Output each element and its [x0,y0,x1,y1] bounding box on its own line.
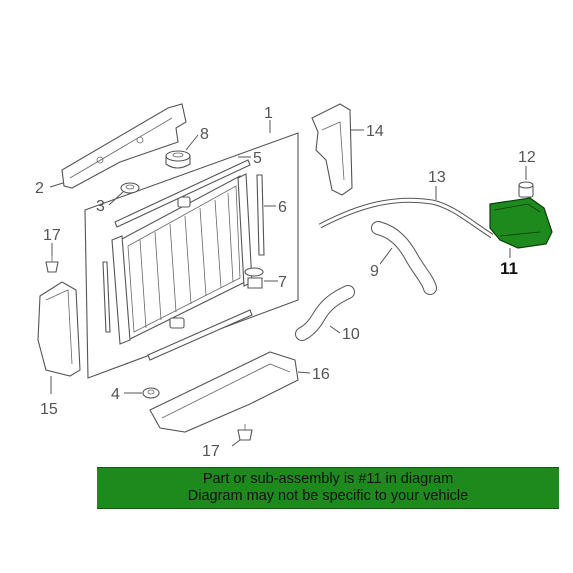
part-15-air-guide [37,281,81,377]
part-3-grommet [120,182,140,194]
leader-lines [49,120,527,447]
part-11-coolant-reservoir [489,197,553,249]
callout-12: 12 [518,149,536,166]
callout-16: 16 [312,366,330,383]
callout-14: 14 [366,123,384,140]
radiator-core [111,173,253,345]
part-13-overflow-hose [318,197,494,239]
callout-6: 6 [278,199,287,216]
callout-15: 15 [40,401,58,418]
part-9-upper-hose [371,221,437,295]
part-2-upper-bracket [61,103,187,189]
info-banner: Part or sub-assembly is #11 in diagram D… [97,467,559,509]
part-17-clip-lower [237,424,253,441]
callout-11: 11 [500,259,518,278]
callout-4: 4 [111,386,120,403]
callout-3: 3 [96,198,105,215]
part-17-clip-upper [45,256,59,273]
callout-13: 13 [428,169,446,186]
callout-8: 8 [200,126,209,143]
callout-2: 2 [35,180,44,197]
part-7-drain-plug [244,267,264,289]
radiator-side-seals [102,159,265,361]
banner-line-1: Part or sub-assembly is #11 in diagram [202,471,454,487]
part-4-grommet [142,387,160,399]
part-8-cap [165,150,191,169]
part-14-side-bracket [311,103,353,196]
callout-9: 9 [370,263,379,280]
callout-5: 5 [253,150,262,167]
callout-17-upper: 17 [43,227,61,244]
callout-labels: 1 2 3 4 5 6 7 8 9 10 11 12 13 14 15 16 1… [35,105,536,460]
part-16-lower-air-guide [149,351,299,433]
banner-line-2: Diagram may not be specific to your vehi… [187,488,469,504]
callout-1: 1 [264,105,273,122]
callout-10: 10 [342,326,360,343]
part-10-lower-hose [295,285,355,341]
callout-17-lower: 17 [202,443,220,460]
callout-7: 7 [278,274,287,291]
part-12-reservoir-cap [518,181,534,198]
